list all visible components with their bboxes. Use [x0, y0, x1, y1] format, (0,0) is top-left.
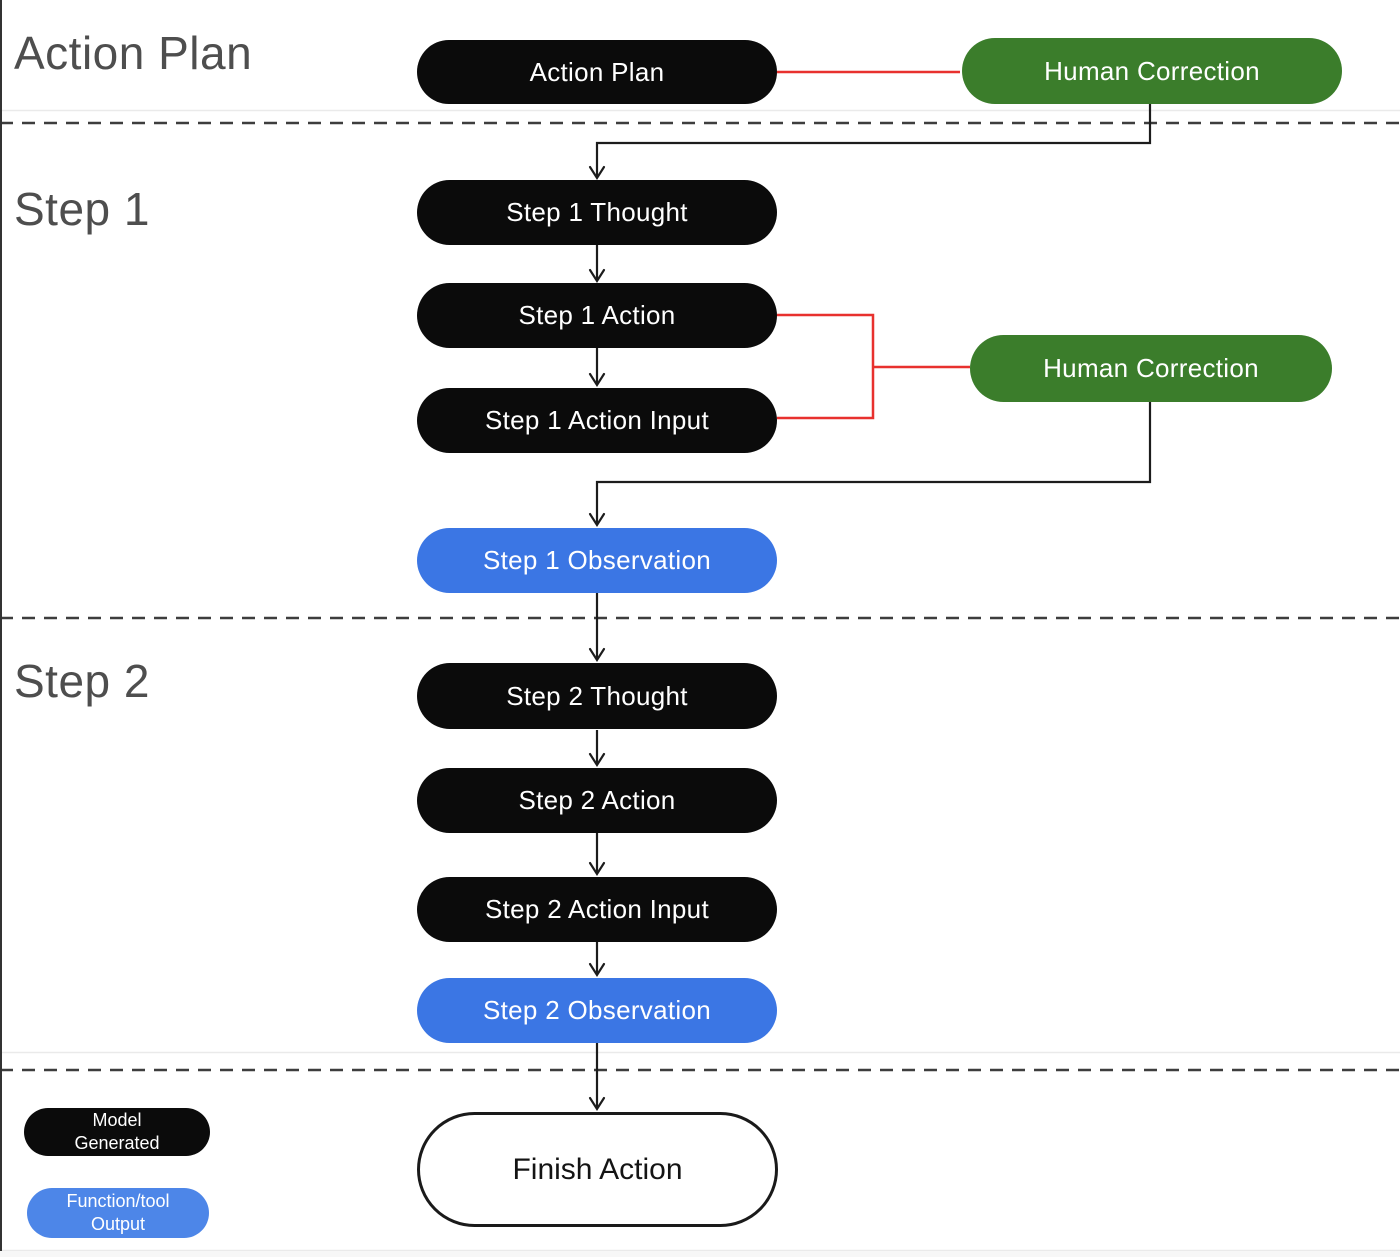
section-label-step-2: Step 2: [14, 655, 150, 707]
arrowhead-step2-action-input: [588, 861, 606, 877]
red-bracket-step1-action-and-input: [777, 313, 875, 420]
arrowhead-step2-thought: [588, 647, 606, 663]
arrowhead-step2-action: [588, 752, 606, 768]
arrowhead-step1-action-input: [588, 372, 606, 388]
arrowhead-finish-action: [588, 1096, 606, 1112]
node-action-plan: Action Plan: [417, 40, 777, 104]
node-step2-action: Step 2 Action: [417, 768, 777, 833]
arrowhead-step2-observation: [588, 962, 606, 978]
arrowhead-step1-action: [588, 268, 606, 284]
node-step1-action: Step 1 Action: [417, 283, 777, 348]
node-step1-observation: Step 1 Observation: [417, 528, 777, 593]
node-step1-thought: Step 1 Thought: [417, 180, 777, 245]
node-human-correction-1: Human Correction: [962, 38, 1342, 104]
node-step2-observation: Step 2 Observation: [417, 978, 777, 1043]
node-step2-action-input: Step 2 Action Input: [417, 877, 777, 942]
arrowhead-step1-thought: [588, 165, 606, 181]
node-step2-thought: Step 2 Thought: [417, 663, 777, 729]
edge-human-correction-2-to-step1-observation: [595, 402, 1152, 525]
node-step1-action-input: Step 1 Action Input: [417, 388, 777, 453]
bottom-edge-strip: [0, 1251, 1400, 1257]
arrowhead-step1-observation: [588, 512, 606, 528]
legend-model-generated: Model Generated: [24, 1108, 210, 1156]
node-finish-action: Finish Action: [417, 1112, 778, 1227]
edge-human-correction-1-to-step1-thought: [595, 103, 1152, 178]
section-label-action-plan: Action Plan: [14, 27, 253, 79]
legend-function-tool-output: Function/tool Output: [27, 1188, 209, 1238]
section-label-step-1: Step 1: [14, 183, 150, 235]
node-human-correction-2: Human Correction: [970, 335, 1332, 402]
